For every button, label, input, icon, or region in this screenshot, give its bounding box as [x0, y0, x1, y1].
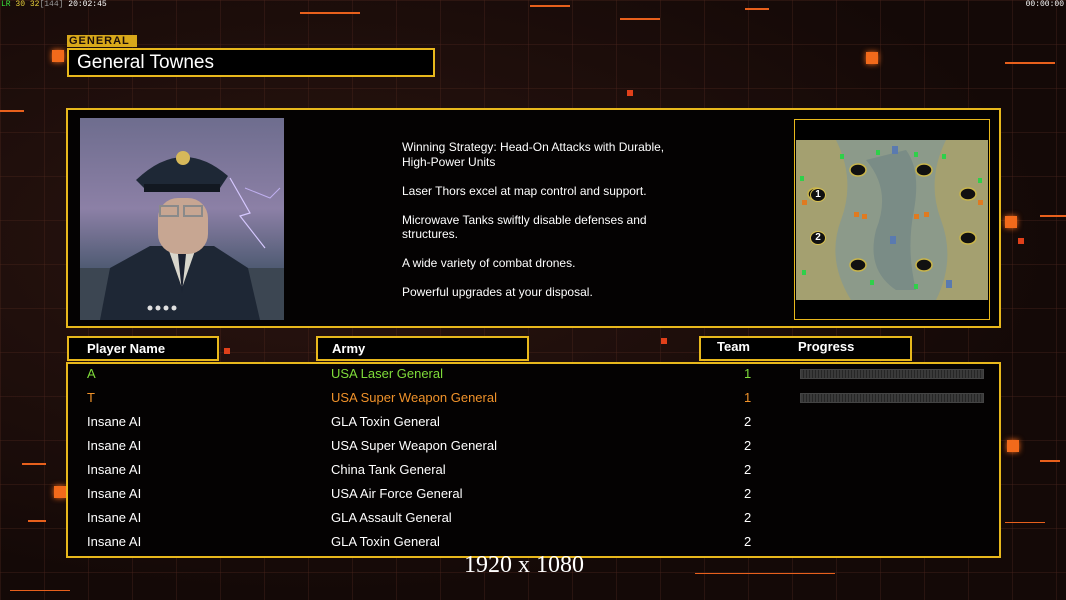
deco-line — [28, 520, 46, 522]
player-progress-bar — [800, 393, 984, 403]
player-name: T — [87, 390, 95, 405]
player-army: China Tank General — [331, 462, 446, 477]
map-start-marker: 2 — [810, 231, 826, 245]
player-team: 2 — [744, 486, 752, 501]
deco-line — [1040, 460, 1060, 462]
hud-value: [144] — [39, 0, 64, 9]
hud-clock: 20:02:45 — [68, 0, 107, 9]
deco-line — [0, 110, 24, 112]
deco-square — [627, 90, 633, 96]
player-row: Insane AI China Tank General 2 — [68, 458, 999, 482]
player-name: Insane AI — [87, 414, 142, 429]
player-list: A USA Laser General 1 T USA Super Weapon… — [66, 362, 1001, 558]
map-preview[interactable]: 1 2 — [796, 140, 988, 300]
deco-square — [866, 52, 878, 64]
strategy-line: Microwave Tanks swiftly disable defenses… — [402, 212, 647, 242]
player-row: Insane AI GLA Assault General 2 — [68, 506, 999, 530]
player-team: 2 — [744, 414, 752, 429]
strategy-line: Laser Thors excel at map control and sup… — [402, 183, 647, 198]
deco-square — [1005, 216, 1017, 228]
header-team-label: Team — [717, 339, 750, 354]
player-row: Insane AI USA Super Weapon General 2 — [68, 434, 999, 458]
header-army: Army — [316, 336, 529, 361]
player-name: Insane AI — [87, 510, 142, 525]
header-team-progress: Team Progress — [699, 336, 912, 361]
deco-line — [1005, 522, 1045, 523]
deco-square — [54, 486, 66, 498]
player-team: 1 — [744, 366, 752, 381]
player-army: USA Laser General — [331, 366, 444, 381]
hud-value: 30 — [15, 0, 26, 9]
player-team: 2 — [744, 534, 752, 549]
general-tag: GENERAL — [67, 35, 137, 47]
player-name: Insane AI — [87, 462, 142, 477]
header-player-name-label: Player Name — [87, 341, 166, 356]
deco-square — [224, 348, 230, 354]
deco-line — [10, 590, 70, 591]
hud-value: 32 — [29, 0, 40, 9]
player-name: Insane AI — [87, 534, 142, 549]
player-army: GLA Toxin General — [331, 414, 440, 429]
strategy-line: A wide variety of combat drones. — [402, 256, 576, 270]
player-row: A USA Laser General 1 — [68, 362, 999, 386]
player-team: 2 — [744, 438, 752, 453]
player-army: GLA Toxin General — [331, 534, 440, 549]
player-army: USA Air Force General — [331, 486, 463, 501]
strategy-line: Powerful upgrades at your disposal. — [402, 285, 593, 299]
player-name: Insane AI — [87, 486, 142, 501]
player-row: Insane AI USA Air Force General 2 — [68, 482, 999, 506]
player-team: 2 — [744, 510, 752, 525]
map-start-marker: 1 — [810, 188, 826, 202]
resolution-label: 1920 x 1080 — [464, 552, 584, 578]
player-row: Insane AI GLA Toxin General 2 — [68, 530, 999, 554]
player-row: Insane AI GLA Toxin General 2 — [68, 410, 999, 434]
deco-line — [22, 463, 46, 465]
deco-line — [620, 18, 660, 20]
general-name: General Townes — [67, 48, 435, 77]
strategy-line: Winning Strategy: Head-On Attacks with D… — [402, 140, 665, 169]
player-army: GLA Assault General — [331, 510, 452, 525]
deco-line — [530, 5, 570, 7]
header-progress-label: Progress — [798, 339, 855, 354]
player-name: Insane AI — [87, 438, 142, 453]
player-row: T USA Super Weapon General 1 — [68, 386, 999, 410]
player-army: USA Super Weapon General — [331, 438, 497, 453]
deco-line — [1005, 62, 1055, 64]
player-army: USA Super Weapon General — [331, 390, 497, 405]
player-progress-bar — [800, 369, 984, 379]
deco-line — [745, 8, 769, 10]
deco-line — [1040, 215, 1066, 217]
deco-square — [661, 338, 667, 344]
hud-timer: 00:00:00 — [1025, 0, 1064, 9]
general-portrait — [80, 118, 284, 320]
deco-square — [1018, 238, 1024, 244]
deco-square — [1007, 440, 1019, 452]
deco-line — [300, 12, 360, 14]
hud-label: LR — [1, 0, 11, 9]
deco-line — [695, 573, 835, 574]
player-team: 1 — [744, 390, 752, 405]
header-army-label: Army — [332, 341, 366, 356]
player-name: A — [87, 366, 96, 381]
player-team: 2 — [744, 462, 752, 477]
header-player-name: Player Name — [67, 336, 219, 361]
hud-stats: LR 30 32[144] 20:02:45 — [1, 0, 107, 9]
deco-square — [52, 50, 64, 62]
strategy-text: Winning Strategy: Head-On Attacks with D… — [402, 140, 702, 314]
